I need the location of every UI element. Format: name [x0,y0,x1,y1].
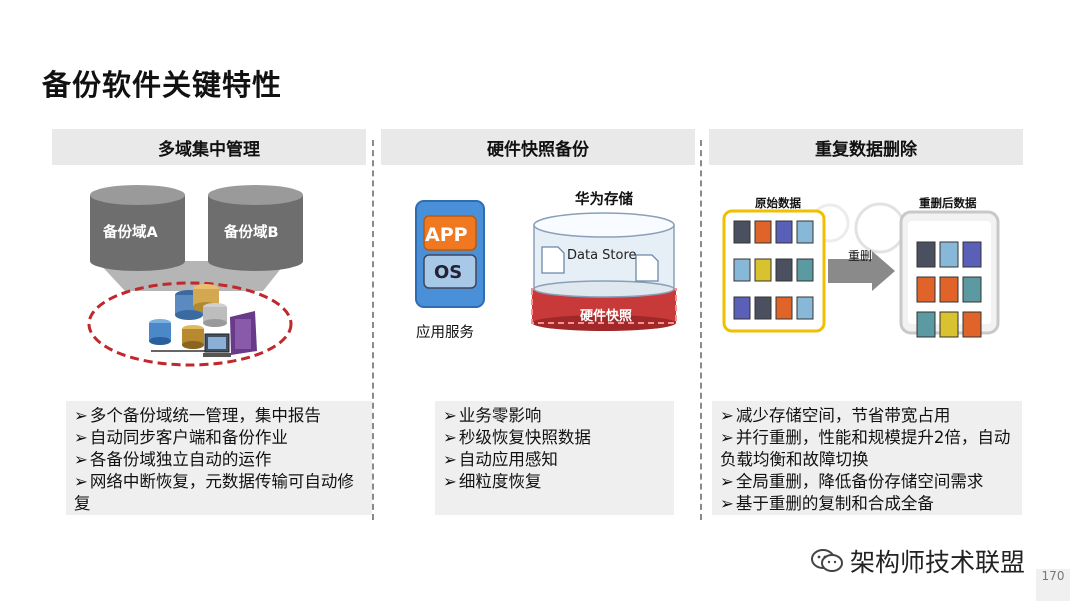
backup-domain-b-cylinder [208,185,303,271]
original-data-block [796,258,814,282]
hardware-snapshot-illustration: APP OS 应用服务 华为存储 Data Store 硬件快照 [410,183,685,353]
bullet-item: 多个备份域统一管理，集中报告 [74,405,364,427]
app-label: APP [425,224,468,246]
data-store-cylinder [531,212,677,331]
bullet-item: 各备份域独立自动的运作 [74,449,364,471]
computer-icon [203,311,257,357]
dedup-arrow-label: 重删 [848,249,873,263]
original-data-block [775,220,793,244]
original-data-block [796,296,814,320]
original-data-block [754,258,772,282]
watermark: 架构师技术联盟 [810,543,1025,579]
original-data-block [796,220,814,244]
multi-domain-illustration: 备份域A 备份域B [85,183,305,383]
bullet-item: 网络中断恢复，元数据传输可自动修复 [74,471,364,515]
data-store-label: Data Store [567,248,637,263]
backup-domain-a-cylinder [90,185,185,271]
hardware-snapshot-bullets: 业务零影响 秒级恢复快照数据 自动应用感知 细粒度恢复 [435,401,674,515]
dedup-data-block [916,276,936,303]
bullet-item: 业务零影响 [443,405,666,427]
bullet-item: 全局重删，降低备份存储空间需求 [720,471,1014,493]
original-data-block [775,258,793,282]
huawei-storage-title: 华为存储 [575,192,633,208]
dedup-data-block [939,276,959,303]
column-heading-dedup: 重复数据删除 [709,129,1023,165]
backup-domain-b-label: 备份域B [224,225,279,241]
watermark-text: 架构师技术联盟 [850,548,1026,577]
dedup-data-label: 重删后数据 [919,196,977,210]
document-icon [541,246,565,274]
dedup-data-block [962,241,982,268]
wechat-icon [811,549,843,572]
hardware-snapshot-label: 硬件快照 [580,309,633,324]
backup-domain-a-label: 备份域A [103,225,158,241]
dedup-bullets: 减少存储空间，节省带宽占用 并行重删，性能和规模提升2倍，自动负载均衡和故障切换… [712,401,1022,515]
bullet-item: 减少存储空间，节省带宽占用 [720,405,1014,427]
dedup-data-block [916,311,936,338]
multi-domain-bullets: 多个备份域统一管理，集中报告 自动同步客户端和备份作业 各备份域独立自动的运作 … [66,401,372,515]
bullet-item: 秒级恢复快照数据 [443,427,666,449]
dedup-data-block [962,311,982,338]
original-data-block [733,220,751,244]
original-data-block [733,296,751,320]
original-data-block [754,296,772,320]
column-divider [700,140,702,520]
page-title: 备份软件关键特性 [42,68,283,102]
dedup-data-block [939,311,959,338]
dedup-data-block [916,241,936,268]
bullet-item: 基于重删的复制和合成全备 [720,493,1014,515]
column-heading-multi-domain: 多域集中管理 [52,129,366,165]
column-divider [372,140,374,520]
app-server-icon [415,200,485,308]
dedup-data-block [962,276,982,303]
original-data-block [733,258,751,282]
os-label: OS [434,262,463,283]
column-heading-hardware-snapshot: 硬件快照备份 [381,129,695,165]
original-data-label: 原始数据 [755,196,801,210]
bullet-item: 自动同步客户端和备份作业 [74,427,364,449]
document-icon [635,254,659,282]
bullet-item: 自动应用感知 [443,449,666,471]
bullet-item: 并行重删，性能和规模提升2倍，自动负载均衡和故障切换 [720,427,1014,471]
dedup-illustration: 原始数据 重删后数据 重删 [720,183,1010,343]
page-number: 170 [1036,569,1070,601]
backup-domains-diagram [87,185,303,367]
original-data-block [775,296,793,320]
server-stack-icon [149,284,227,349]
original-data-block [754,220,772,244]
dedup-diagram [722,202,1000,338]
bullet-item: 细粒度恢复 [443,471,666,493]
app-service-caption: 应用服务 [416,325,474,341]
dedup-data-block [939,241,959,268]
